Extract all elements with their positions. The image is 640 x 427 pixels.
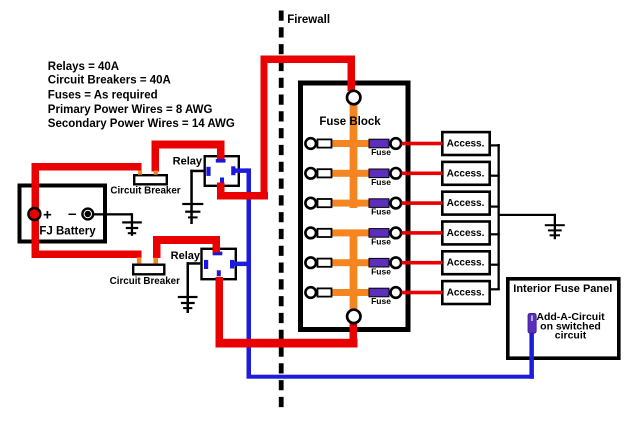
svg-text:Relay: Relay [171, 250, 201, 262]
svg-text:FJ Battery: FJ Battery [39, 226, 96, 238]
svg-text:Access.: Access. [447, 168, 485, 179]
svg-text:Primary Power Wires = 8 AWG: Primary Power Wires = 8 AWG [48, 104, 213, 116]
svg-text:Circuit Breakers = 40A: Circuit Breakers = 40A [48, 75, 171, 87]
svg-text:Firewall: Firewall [287, 14, 330, 26]
svg-text:Circuit Breaker: Circuit Breaker [110, 185, 180, 196]
svg-text:Relay: Relay [173, 156, 203, 168]
svg-text:Fuse: Fuse [371, 296, 391, 306]
svg-text:Fuse Block: Fuse Block [319, 116, 381, 128]
svg-text:Fuses = As required: Fuses = As required [48, 90, 158, 102]
svg-text:Fuse: Fuse [371, 177, 391, 187]
svg-text:+: + [43, 207, 52, 224]
svg-text:Access.: Access. [447, 198, 485, 209]
svg-text:on switched: on switched [540, 320, 601, 332]
svg-text:Fuse: Fuse [371, 147, 391, 157]
svg-text:Fuse: Fuse [371, 237, 391, 247]
svg-text:Add-A-Circuit: Add-A-Circuit [536, 311, 605, 323]
svg-text:Fuse: Fuse [371, 266, 391, 276]
svg-text:–: – [68, 206, 76, 223]
svg-text:Access.: Access. [447, 288, 485, 299]
svg-text:Fuse: Fuse [371, 207, 391, 217]
svg-text:Relays = 40A: Relays = 40A [48, 61, 119, 73]
svg-text:Access.: Access. [447, 139, 485, 150]
svg-text:Interior Fuse Panel: Interior Fuse Panel [513, 283, 612, 295]
svg-text:Access.: Access. [447, 228, 485, 239]
svg-text:Secondary Power Wires = 14 AWG: Secondary Power Wires = 14 AWG [48, 118, 235, 130]
svg-text:Access.: Access. [447, 258, 485, 269]
svg-text:circuit: circuit [555, 329, 587, 341]
svg-text:Circuit Breaker: Circuit Breaker [110, 276, 180, 287]
